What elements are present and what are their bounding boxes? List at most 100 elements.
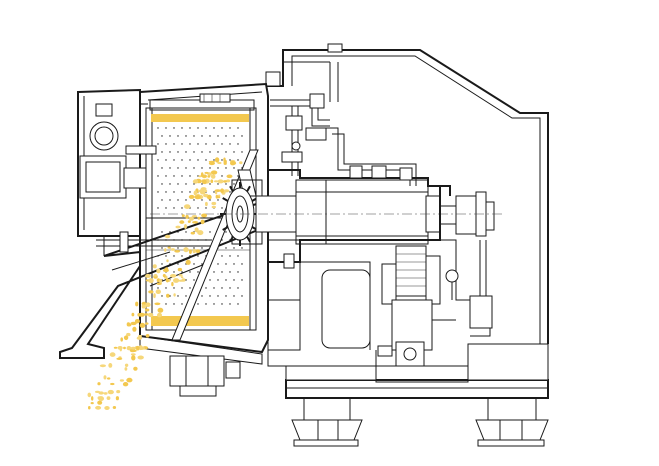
product-particle xyxy=(91,396,94,401)
perforation-dot xyxy=(229,127,231,129)
product-particle xyxy=(139,322,146,328)
perforation-dot xyxy=(205,287,207,289)
perforation-dot xyxy=(157,191,159,193)
product-particle xyxy=(103,375,107,380)
product-particle xyxy=(192,248,196,254)
hub-tooth xyxy=(246,185,251,192)
perforation-dot xyxy=(241,263,243,265)
perforation-dot xyxy=(193,167,195,169)
gauge-icon xyxy=(445,269,459,283)
product-particle xyxy=(126,346,132,351)
product-particle xyxy=(220,188,225,193)
product-particle xyxy=(205,201,208,207)
product-particle xyxy=(162,268,169,273)
perforation-dot xyxy=(201,183,203,185)
product-particle xyxy=(173,278,180,283)
perforation-dot xyxy=(181,191,183,193)
product-particle xyxy=(99,364,106,368)
perforation-dot xyxy=(205,127,207,129)
product-particle xyxy=(164,234,171,239)
product-particle xyxy=(223,162,227,165)
product-particle xyxy=(145,302,151,308)
perforation-dot xyxy=(165,287,167,289)
product-particle xyxy=(104,406,110,410)
product-particle xyxy=(175,225,181,229)
perforation-dot xyxy=(181,159,183,161)
perforation-dot xyxy=(241,135,243,137)
product-particle xyxy=(124,363,129,367)
perforation-dot xyxy=(173,255,175,257)
product-particle xyxy=(123,346,126,350)
perforation-dot xyxy=(177,151,179,153)
product-particle xyxy=(110,382,115,386)
perforation-dot xyxy=(209,295,211,297)
product-particle xyxy=(130,353,136,356)
hub-tooth xyxy=(222,197,229,202)
perforation-dot xyxy=(177,295,179,297)
product-particle xyxy=(170,274,177,278)
product-particle xyxy=(226,174,233,179)
perforation-dot xyxy=(209,135,211,137)
product-particle xyxy=(145,334,150,338)
perforation-dot xyxy=(237,287,239,289)
product-particle xyxy=(180,276,184,279)
perforation-dot xyxy=(181,143,183,145)
perforation-dot xyxy=(213,303,215,305)
perforation-dot xyxy=(197,143,199,145)
perforation-dot xyxy=(165,207,167,209)
product-particle xyxy=(130,346,137,350)
product-particle xyxy=(153,293,156,299)
perforation-dot xyxy=(185,183,187,185)
perforation-dot xyxy=(189,159,191,161)
product-particle xyxy=(108,363,113,368)
perforation-dot xyxy=(197,207,199,209)
product-particle xyxy=(131,355,136,361)
product-particle xyxy=(119,379,124,382)
product-particle xyxy=(156,268,161,274)
perforation-dot xyxy=(237,127,239,129)
perforation-dot xyxy=(209,199,211,201)
perforation-dot xyxy=(173,175,175,177)
hub-tooth xyxy=(222,226,229,231)
product-particle xyxy=(200,219,205,225)
perforation-dot xyxy=(189,175,191,177)
bearing-frame xyxy=(267,169,441,367)
perforation-dot xyxy=(233,183,235,185)
product-particle xyxy=(226,179,231,183)
product-layer-top xyxy=(151,114,249,122)
motor-icon xyxy=(395,245,427,297)
product-particle xyxy=(190,231,195,235)
perforation-dot xyxy=(221,159,223,161)
product-particle xyxy=(184,204,191,210)
perforation-dot xyxy=(237,175,239,177)
product-particle xyxy=(217,161,222,165)
product-particle xyxy=(192,179,199,184)
product-particle xyxy=(210,174,216,179)
product-particle xyxy=(113,346,118,349)
perforation-dot xyxy=(189,143,191,145)
perforation-dot xyxy=(169,151,171,153)
product-particle xyxy=(239,161,243,165)
product-particle xyxy=(178,274,183,277)
perforation-dot xyxy=(169,167,171,169)
product-particle xyxy=(152,264,157,269)
perforation-dot xyxy=(217,263,219,265)
product-particle xyxy=(133,366,138,371)
product-particle xyxy=(211,205,216,209)
perforation-dot xyxy=(181,303,183,305)
perforation-dot xyxy=(193,199,195,201)
perforation-dot xyxy=(213,191,215,193)
perforation-dot xyxy=(201,167,203,169)
product-particle xyxy=(201,213,208,218)
machine-base xyxy=(169,343,549,447)
hub-tooth xyxy=(229,236,234,243)
product-particle xyxy=(162,274,166,278)
product-particle xyxy=(137,355,144,360)
perforation-dot xyxy=(233,247,235,249)
perforation-dot xyxy=(225,135,227,137)
perforation-dot xyxy=(201,199,203,201)
product-discharge-flow xyxy=(87,157,243,410)
hub-tooth xyxy=(246,236,251,243)
perforation-dot xyxy=(233,263,235,265)
perforation-dot xyxy=(177,199,179,201)
